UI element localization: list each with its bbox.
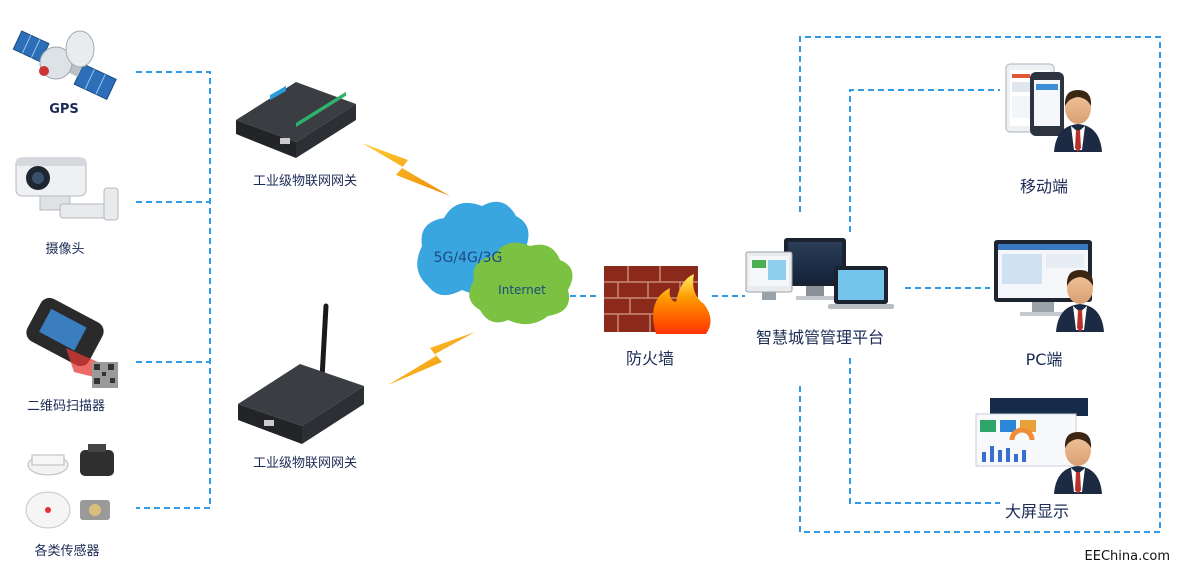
device-label-sensors: 各类传感器 xyxy=(34,544,100,559)
firewall-icon xyxy=(604,266,711,334)
client-label-pc: PC端 xyxy=(1025,350,1063,369)
gateway-label: 工业级物联网网关 xyxy=(252,174,357,189)
cloud-label: 5G/4G/3G xyxy=(433,250,503,266)
satellite-icon xyxy=(12,30,117,101)
barcode-scanner-icon xyxy=(26,297,118,388)
camera-icon xyxy=(15,157,119,221)
client-label-mobile: 移动端 xyxy=(1019,177,1068,196)
sensor-icon xyxy=(25,444,114,529)
pc-user-icon xyxy=(994,240,1104,332)
mobile-user-icon xyxy=(1005,63,1102,152)
device-label-camera: 摄像头 xyxy=(45,242,85,257)
internet-label: Internet xyxy=(498,283,546,297)
watermark: EEChina.com xyxy=(1084,549,1170,564)
gateway-icon xyxy=(236,82,356,158)
client-label-bigscreen: 大屏显示 xyxy=(1004,502,1069,521)
connector-lines xyxy=(136,36,1161,533)
cloud-icon xyxy=(417,201,573,325)
platform-label: 智慧城管管理平台 xyxy=(755,328,884,347)
gateway-with-antenna-icon xyxy=(238,303,364,444)
device-label-scanner: 二维码扫描器 xyxy=(26,399,105,414)
firewall-label: 防火墙 xyxy=(625,349,674,368)
device-label-gps: GPS xyxy=(49,102,79,117)
multi-screen-icon xyxy=(745,238,894,309)
gateway-label: 工业级物联网网关 xyxy=(252,456,357,471)
big-screen-user-icon xyxy=(975,398,1102,494)
